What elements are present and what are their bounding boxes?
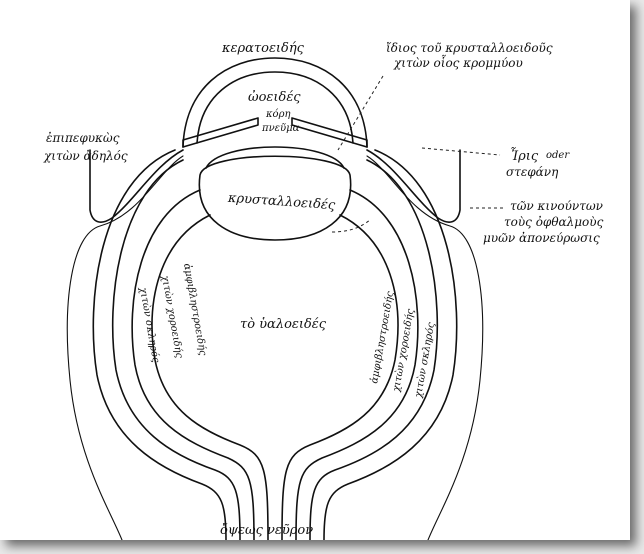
page-sheet: κερατοειδής ὠοειδές κόρη πνεῦμα ἴδιος το… xyxy=(0,0,630,540)
label-skleros-left: χιτὼν σκληρός xyxy=(137,286,161,364)
label-kinounton-1: τῶν κινούντων xyxy=(510,199,603,213)
label-pneuma: πνεῦμα xyxy=(261,123,300,134)
conjunctiva-left-inner xyxy=(67,156,183,540)
leader-iris xyxy=(422,148,500,155)
label-iris-oder: oder xyxy=(546,150,570,161)
label-kinounton-3: μυῶν ἀπονεύρωσις xyxy=(483,231,600,245)
label-keratoeides: κερατοειδής xyxy=(221,41,305,56)
label-skleros-right: χιτὼν σκληρός xyxy=(413,321,437,399)
label-iris: Ἶρις xyxy=(510,147,539,164)
label-opseos-neuron: ὄψεως νεῦρον xyxy=(220,523,313,538)
label-choroeides-left: χιτὼν χοροειδής xyxy=(159,274,185,360)
iris-right xyxy=(292,118,367,147)
lens-capsule xyxy=(206,147,344,168)
sclera-inner-line-right xyxy=(310,160,437,540)
eye-anatomy-diagram: κερατοειδής ὠοειδές κόρη πνεῦμα ἴδιος το… xyxy=(0,0,630,540)
label-kore: κόρη xyxy=(265,109,290,120)
label-idios-2: χιτὼν οἷος κρομμύου xyxy=(393,54,523,70)
iris-left xyxy=(183,118,258,147)
label-choroeides-right: χιτὼν χοροειδής xyxy=(391,308,417,394)
label-stephane: στεφάνη xyxy=(506,165,559,179)
label-chiton-adelos: χιτὼν ἀδηλός xyxy=(43,149,128,163)
label-kinounton-2: τοὺς ὀφθαλμοὺς xyxy=(504,215,604,229)
choroid-line xyxy=(132,190,254,540)
label-amphiblestroeides-left: ἀμφιβληστροειδής xyxy=(181,263,208,357)
retina-line xyxy=(152,215,268,540)
label-idios-1: ἴδιος τοῦ κρυσταλλοειδοῦς xyxy=(386,41,553,55)
label-epipephykos: ἐπιπεφυκὼς xyxy=(46,131,120,145)
label-hyaloeides: τὸ ὑαλοειδές xyxy=(240,317,327,332)
label-krystalloeides: κρυσταλλοειδές xyxy=(226,191,336,214)
label-oeides: ὠοειδές xyxy=(248,90,301,105)
